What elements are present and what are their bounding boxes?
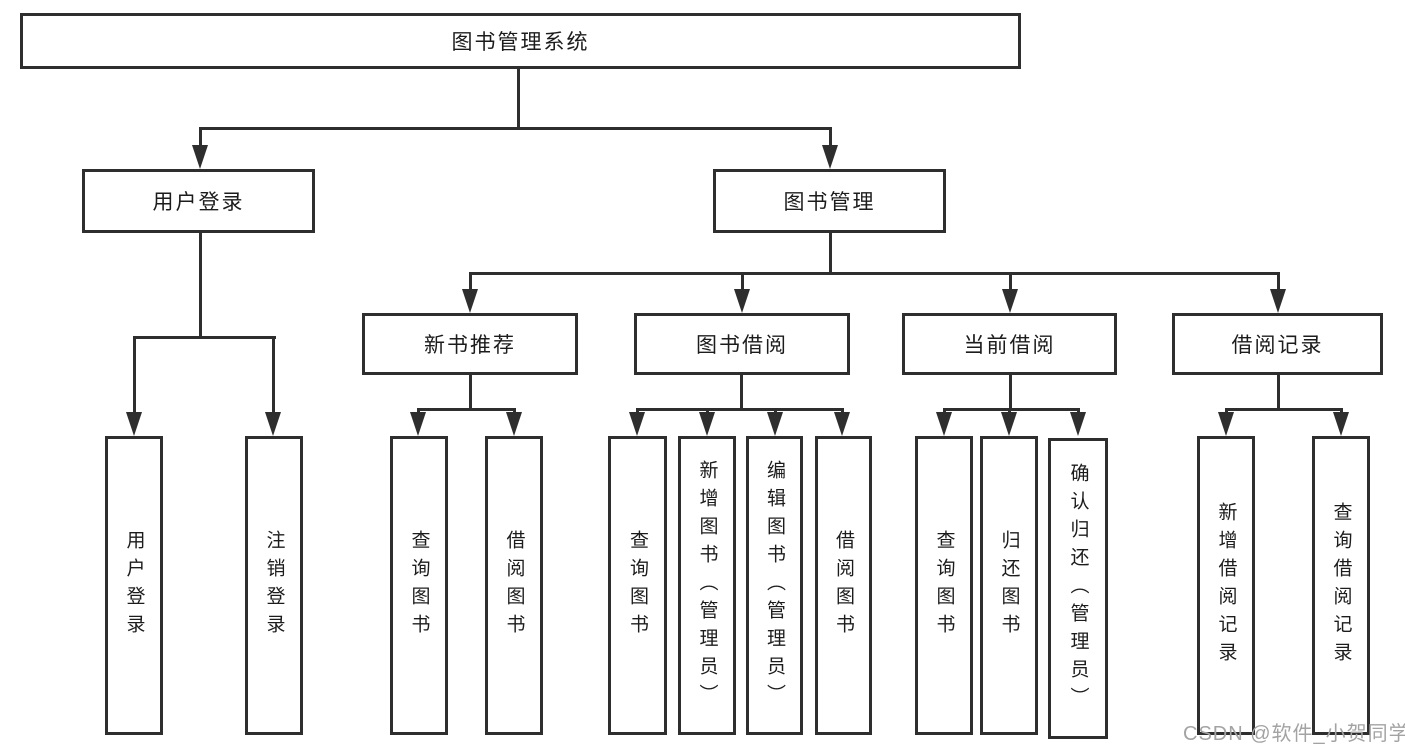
node-book-management: 图书管理 bbox=[713, 169, 946, 233]
leaf-label: 查询图书 bbox=[627, 529, 648, 642]
connector-bookmgmt-stem bbox=[829, 233, 832, 275]
connector-borrowrecords-rail bbox=[1225, 408, 1343, 411]
arrowhead-down-icon bbox=[834, 412, 850, 436]
connector-currentborrow-rail bbox=[943, 408, 1080, 411]
arrowhead-down-icon bbox=[734, 289, 750, 313]
leaf-edit-book-admin: 编辑图书（管理员） bbox=[746, 436, 803, 735]
connector-root-stem bbox=[517, 68, 520, 130]
arrowhead-down-icon bbox=[629, 412, 645, 436]
leaf-return-book: 归还图书 bbox=[980, 436, 1038, 735]
node-current-borrow: 当前借阅 bbox=[902, 313, 1117, 375]
arrowhead-down-icon bbox=[265, 412, 281, 436]
arrowhead-down-icon bbox=[192, 145, 208, 169]
csdn-watermark: CSDN @软件_小贺同学 bbox=[1183, 723, 1405, 745]
connector-root-rail bbox=[199, 127, 832, 130]
leaf-logout: 注销登录 bbox=[245, 436, 303, 735]
leaf-label: 新增图书（管理员） bbox=[696, 459, 718, 712]
leaf-label: 查询借阅记录 bbox=[1330, 501, 1352, 670]
connector-newbook-stem bbox=[469, 375, 472, 411]
connector-userlogin-rail bbox=[133, 336, 276, 339]
leaf-label: 确认归还（管理员） bbox=[1067, 462, 1089, 715]
arrowhead-down-icon bbox=[822, 145, 838, 169]
connector-bookmgmt-rail bbox=[469, 272, 1280, 275]
leaf-add-borrow-record: 新增借阅记录 bbox=[1197, 436, 1255, 735]
arrowhead-down-icon bbox=[767, 412, 783, 436]
leaf-query-book-current: 查询图书 bbox=[915, 436, 973, 735]
arrowhead-down-icon bbox=[936, 412, 952, 436]
connector-currentborrow-stem bbox=[1009, 375, 1012, 411]
connector-line bbox=[133, 336, 136, 414]
connector-line bbox=[469, 272, 472, 292]
leaf-label: 查询图书 bbox=[933, 529, 955, 642]
arrowhead-down-icon bbox=[462, 289, 478, 313]
connector-borrowrecords-stem bbox=[1277, 375, 1280, 411]
node-book-borrow: 图书借阅 bbox=[634, 313, 850, 375]
connector-line bbox=[272, 336, 275, 414]
leaf-label: 归还图书 bbox=[998, 529, 1020, 642]
arrowhead-down-icon bbox=[1270, 289, 1286, 313]
connector-line bbox=[1009, 272, 1012, 292]
node-borrow-records: 借阅记录 bbox=[1172, 313, 1383, 375]
leaf-add-book-admin: 新增图书（管理员） bbox=[678, 436, 736, 735]
arrowhead-down-icon bbox=[699, 412, 715, 436]
node-user-login: 用户登录 bbox=[82, 169, 315, 233]
leaf-label: 用户登录 bbox=[123, 529, 145, 642]
leaf-query-book-borrow: 查询图书 bbox=[608, 436, 667, 735]
connector-line bbox=[741, 272, 744, 292]
leaf-label: 查询图书 bbox=[408, 529, 430, 642]
arrowhead-down-icon bbox=[1002, 289, 1018, 313]
connector-userlogin-stem bbox=[199, 233, 202, 339]
leaf-label: 注销登录 bbox=[263, 529, 285, 642]
leaf-label: 借阅图书 bbox=[833, 529, 854, 642]
node-new-book-recommend: 新书推荐 bbox=[362, 313, 578, 375]
leaf-label: 借阅图书 bbox=[503, 529, 525, 642]
leaf-confirm-return-admin: 确认归还（管理员） bbox=[1048, 438, 1108, 739]
leaf-query-borrow-record: 查询借阅记录 bbox=[1312, 436, 1370, 735]
connector-line bbox=[829, 127, 832, 149]
arrowhead-down-icon bbox=[1070, 412, 1086, 436]
leaf-query-book-recommend: 查询图书 bbox=[390, 436, 448, 735]
connector-bookborrow-stem bbox=[740, 375, 743, 411]
leaf-borrow-book: 借阅图书 bbox=[815, 436, 872, 735]
connector-newbook-rail bbox=[417, 408, 516, 411]
arrowhead-down-icon bbox=[506, 412, 522, 436]
arrowhead-down-icon bbox=[1333, 412, 1349, 436]
leaf-borrow-book-recommend: 借阅图书 bbox=[485, 436, 543, 735]
arrowhead-down-icon bbox=[1001, 412, 1017, 436]
connector-line bbox=[1277, 272, 1280, 292]
leaf-user-login: 用户登录 bbox=[105, 436, 163, 735]
node-library-management-system: 图书管理系统 bbox=[20, 13, 1021, 69]
arrowhead-down-icon bbox=[410, 412, 426, 436]
leaf-label: 新增借阅记录 bbox=[1215, 501, 1237, 670]
arrowhead-down-icon bbox=[126, 412, 142, 436]
connector-line bbox=[199, 127, 202, 149]
connector-bookborrow-rail bbox=[636, 408, 844, 411]
leaf-label: 编辑图书（管理员） bbox=[764, 459, 785, 712]
arrowhead-down-icon bbox=[1218, 412, 1234, 436]
